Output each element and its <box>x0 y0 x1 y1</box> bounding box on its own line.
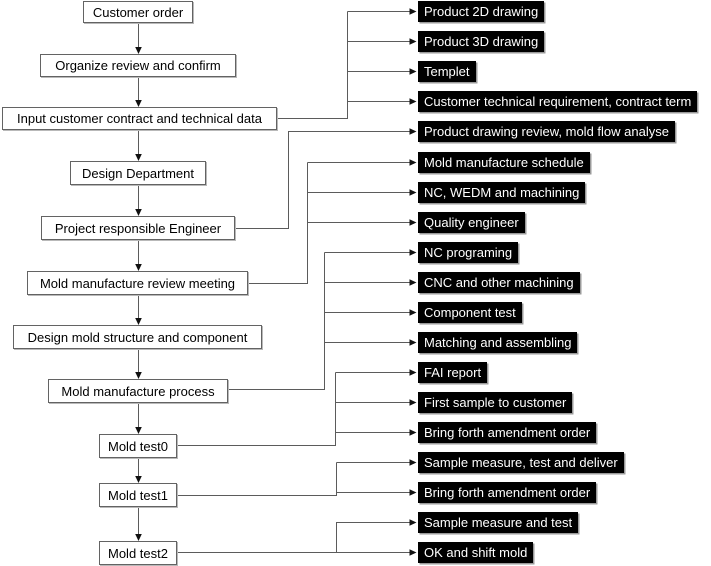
flow-node-label: Mold test2 <box>108 545 168 561</box>
output-node-customer-requirement: Customer technical requirement, contract… <box>418 91 698 112</box>
output-node-amendment-order-2: Bring forth amendment order <box>418 482 597 503</box>
flow-node-design-mold-structure: Design mold structure and component <box>13 325 262 349</box>
flow-node-project-engineer: Project responsible Engineer <box>41 216 235 240</box>
output-node-drawing-review: Product drawing review, mold flow analys… <box>418 121 675 142</box>
flow-node-label: Project responsible Engineer <box>54 220 222 236</box>
output-node-sample-measure-test: Sample measure and test <box>418 512 579 533</box>
flow-node-label: Design Department <box>82 165 194 181</box>
output-node-sample-measure-deliver: Sample measure, test and deliver <box>418 452 624 473</box>
output-node-ok-shift-mold: OK and shift mold <box>418 542 534 563</box>
connector-engineer-to-review <box>235 128 417 229</box>
output-node-nc-wedm-machining: NC, WEDM and machining <box>418 182 586 203</box>
output-node-amendment-order-1: Bring forth amendment order <box>418 422 597 443</box>
output-node-product-2d-drawing: Product 2D drawing <box>418 1 545 22</box>
connector-process-tree <box>227 249 417 390</box>
main-flow-arrows <box>135 23 142 541</box>
output-node-nc-programing: NC programing <box>418 242 519 263</box>
flow-node-customer-order: Customer order <box>83 1 193 23</box>
output-node-component-test: Component test <box>418 302 522 323</box>
connector-test2-tree <box>177 519 417 556</box>
flow-node-manufacture-process: Mold manufacture process <box>48 379 228 403</box>
connector-input-to-docs <box>277 8 417 119</box>
output-node-fai-report: FAI report <box>418 362 488 383</box>
flow-node-input-contract: Input customer contract and technical da… <box>2 107 277 130</box>
flow-node-label: Mold manufacture process <box>61 383 215 399</box>
flow-node-label: Organize review and confirm <box>55 58 221 73</box>
flow-node-label: Mold test0 <box>108 438 168 454</box>
flow-node-mold-test0: Mold test0 <box>99 434 177 458</box>
output-node-quality-engineer: Quality engineer <box>418 212 525 233</box>
flow-node-mold-test1: Mold test1 <box>99 483 177 507</box>
flow-node-mold-test2: Mold test2 <box>99 541 177 565</box>
output-node-product-3d-drawing: Product 3D drawing <box>418 31 545 52</box>
output-node-manufacture-schedule: Mold manufacture schedule <box>418 152 590 173</box>
connector-test0-tree <box>177 369 417 446</box>
flow-node-organize-review: Organize review and confirm <box>40 54 236 77</box>
flow-node-label: Customer order <box>92 4 184 20</box>
flow-node-label: Input customer contract and technical da… <box>17 111 262 126</box>
output-node-matching-assembling: Matching and assembling <box>418 332 578 353</box>
flow-node-design-department: Design Department <box>70 161 206 185</box>
output-node-cnc-other-machining: CNC and other machining <box>418 272 580 293</box>
flow-node-review-meeting: Mold manufacture review meeting <box>27 271 248 295</box>
output-node-first-sample: First sample to customer <box>418 392 573 413</box>
output-node-templet: Templet <box>418 61 476 82</box>
flow-node-label: Design mold structure and component <box>27 329 248 345</box>
connector-test1-tree <box>177 459 417 496</box>
flow-node-label: Mold manufacture review meeting <box>39 275 236 291</box>
flow-node-label: Mold test1 <box>108 487 168 503</box>
connector-meeting-tree <box>248 159 417 284</box>
